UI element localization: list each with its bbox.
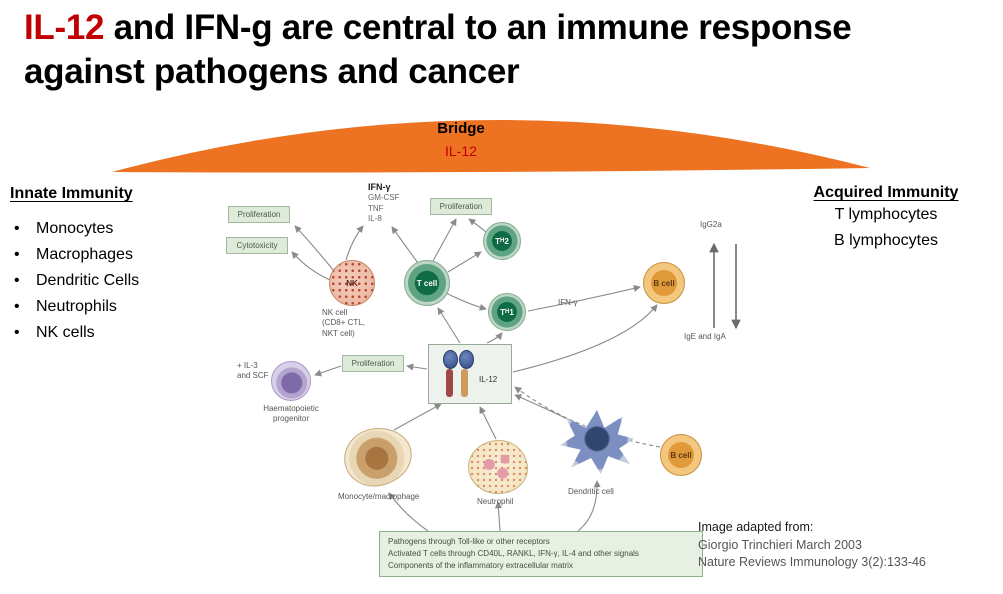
cytokine-ifn-gamma: IFN-γ: [368, 182, 391, 192]
list-item: T lymphocytes: [834, 206, 938, 223]
arrow-tcell-to-th1: [445, 292, 487, 311]
monocyte-caption: Monocyte/macrophage: [338, 492, 420, 501]
proliferation-box-progenitor: Proliferation: [342, 355, 404, 372]
stimuli-line: Pathogens through Toll-like or other rec…: [388, 537, 550, 546]
cytokine-il8: IL-8: [368, 214, 382, 224]
attribution-line-2: Giorgio Trinchieri March 2003: [698, 537, 862, 552]
b-cell-bottom: B cell: [660, 434, 702, 476]
nk-cell-caption: NK cell (CD8+ CTL, NKT cell): [322, 308, 365, 338]
igg2a-label: IgG2a: [700, 220, 722, 229]
attribution: Image adapted from: Giorgio Trinchieri M…: [698, 519, 926, 572]
arrow-neutrophil-to-il12: [479, 406, 497, 440]
arrow-tcell-to-th2: [447, 251, 482, 273]
receptor-chain-icon: [446, 369, 453, 397]
arrow-monocyte-to-il12: [393, 403, 442, 431]
cytokine-gm-csf: GM-CSF: [368, 193, 400, 203]
progenitor-caption: Haematopoietic progenitor: [263, 404, 319, 424]
acquired-immunity-heading: Acquired Immunity: [813, 184, 959, 201]
list-item: NK cells: [14, 320, 139, 346]
bridge-label: Bridge: [437, 120, 485, 137]
list-item: Monocytes: [14, 216, 139, 242]
dendritic-caption: Dendritic cell: [568, 487, 614, 496]
arrow-nk-to-proliferation: [294, 225, 335, 272]
stimuli-line: Activated T cells through CD40L, RANKL, …: [388, 549, 639, 558]
monocyte-macrophage-cell: [340, 423, 416, 491]
list-item: Dendritic Cells: [14, 268, 139, 294]
neutrophil-caption: Neutrophil: [477, 497, 514, 506]
arrow-il12-to-proliferation-hp: [406, 363, 428, 371]
stimuli-box: Pathogens through Toll-like or other rec…: [379, 531, 703, 577]
bridge-cytokine-label: IL-12: [445, 143, 477, 159]
arrow-il12-to-th1: [486, 332, 503, 344]
nk-cell: NK: [329, 260, 375, 306]
proliferation-box-t: Proliferation: [430, 198, 492, 215]
arrow-tcell-to-cytokines: [391, 226, 419, 264]
arrow-proliferation-to-progenitor: [314, 365, 342, 377]
cytotoxicity-box: Cytotoxicity: [226, 237, 288, 254]
slide-title: IL-12 and IFN-g are central to an immune…: [24, 6, 984, 95]
cytokine-list: IFN-γ GM-CSF TNF IL-8: [368, 182, 400, 224]
cytokine-tnf: TNF: [368, 203, 384, 213]
receptor-chain-icon: [461, 369, 468, 397]
title-highlight: IL-12: [24, 8, 105, 47]
il12-label: IL-12: [479, 375, 498, 384]
receptor-subunit-icon: [443, 350, 458, 369]
arrow-il12-to-bcell-top: [512, 304, 658, 373]
arrow-th2-to-proliferation: [468, 218, 487, 233]
attribution-line-3: Nature Reviews Immunology 3(2):133-46: [698, 555, 926, 569]
b-cell-top: B cell: [643, 262, 685, 304]
haematopoietic-progenitor-cell: [271, 361, 311, 401]
arrow-nk-to-cytokines: [345, 225, 364, 261]
ifn-gamma-arrow-label: IFN-γ: [558, 298, 578, 307]
list-item: Neutrophils: [14, 294, 139, 320]
dendritic-cell: [560, 410, 634, 474]
list-item: B lymphocytes: [833, 232, 939, 249]
receptor-subunit-icon: [459, 350, 474, 369]
il3-scf-label: + IL-3 and SCF: [237, 361, 269, 381]
arrow-tcell-to-proliferation: [432, 218, 457, 262]
list-item: Macrophages: [14, 242, 139, 268]
stimuli-line: Components of the inflammatory extracell…: [388, 561, 573, 570]
title-line-2: against pathogens and cancer: [24, 52, 520, 92]
acquired-immunity-panel: Acquired Immunity T lymphocytes B lympho…: [796, 184, 976, 254]
t-cell-label: T cell: [416, 278, 438, 288]
nk-cell-label: NK: [346, 278, 358, 288]
t-cell: T cell: [404, 260, 450, 306]
arrow-th1-to-bcell: [527, 284, 641, 312]
il12-receptor-complex: IL-12: [428, 344, 512, 404]
attribution-line-1: Image adapted from:: [698, 520, 814, 534]
title-line-1: IL-12 and IFN-g are central to an immune…: [24, 6, 984, 50]
innate-immunity-heading: Innate Immunity: [10, 185, 133, 202]
neutrophil-cell: [468, 440, 528, 494]
arrow-il12-to-tcell: [437, 307, 461, 344]
title-rest: and IFN-g are central to an immune respo…: [113, 8, 852, 47]
arrow-nk-to-cytotoxicity: [291, 251, 331, 281]
ige-iga-label: IgE and IgA: [684, 332, 726, 341]
proliferation-box-nk: Proliferation: [228, 206, 290, 223]
innate-immunity-list: Monocytes Macrophages Dendritic Cells Ne…: [14, 216, 139, 346]
